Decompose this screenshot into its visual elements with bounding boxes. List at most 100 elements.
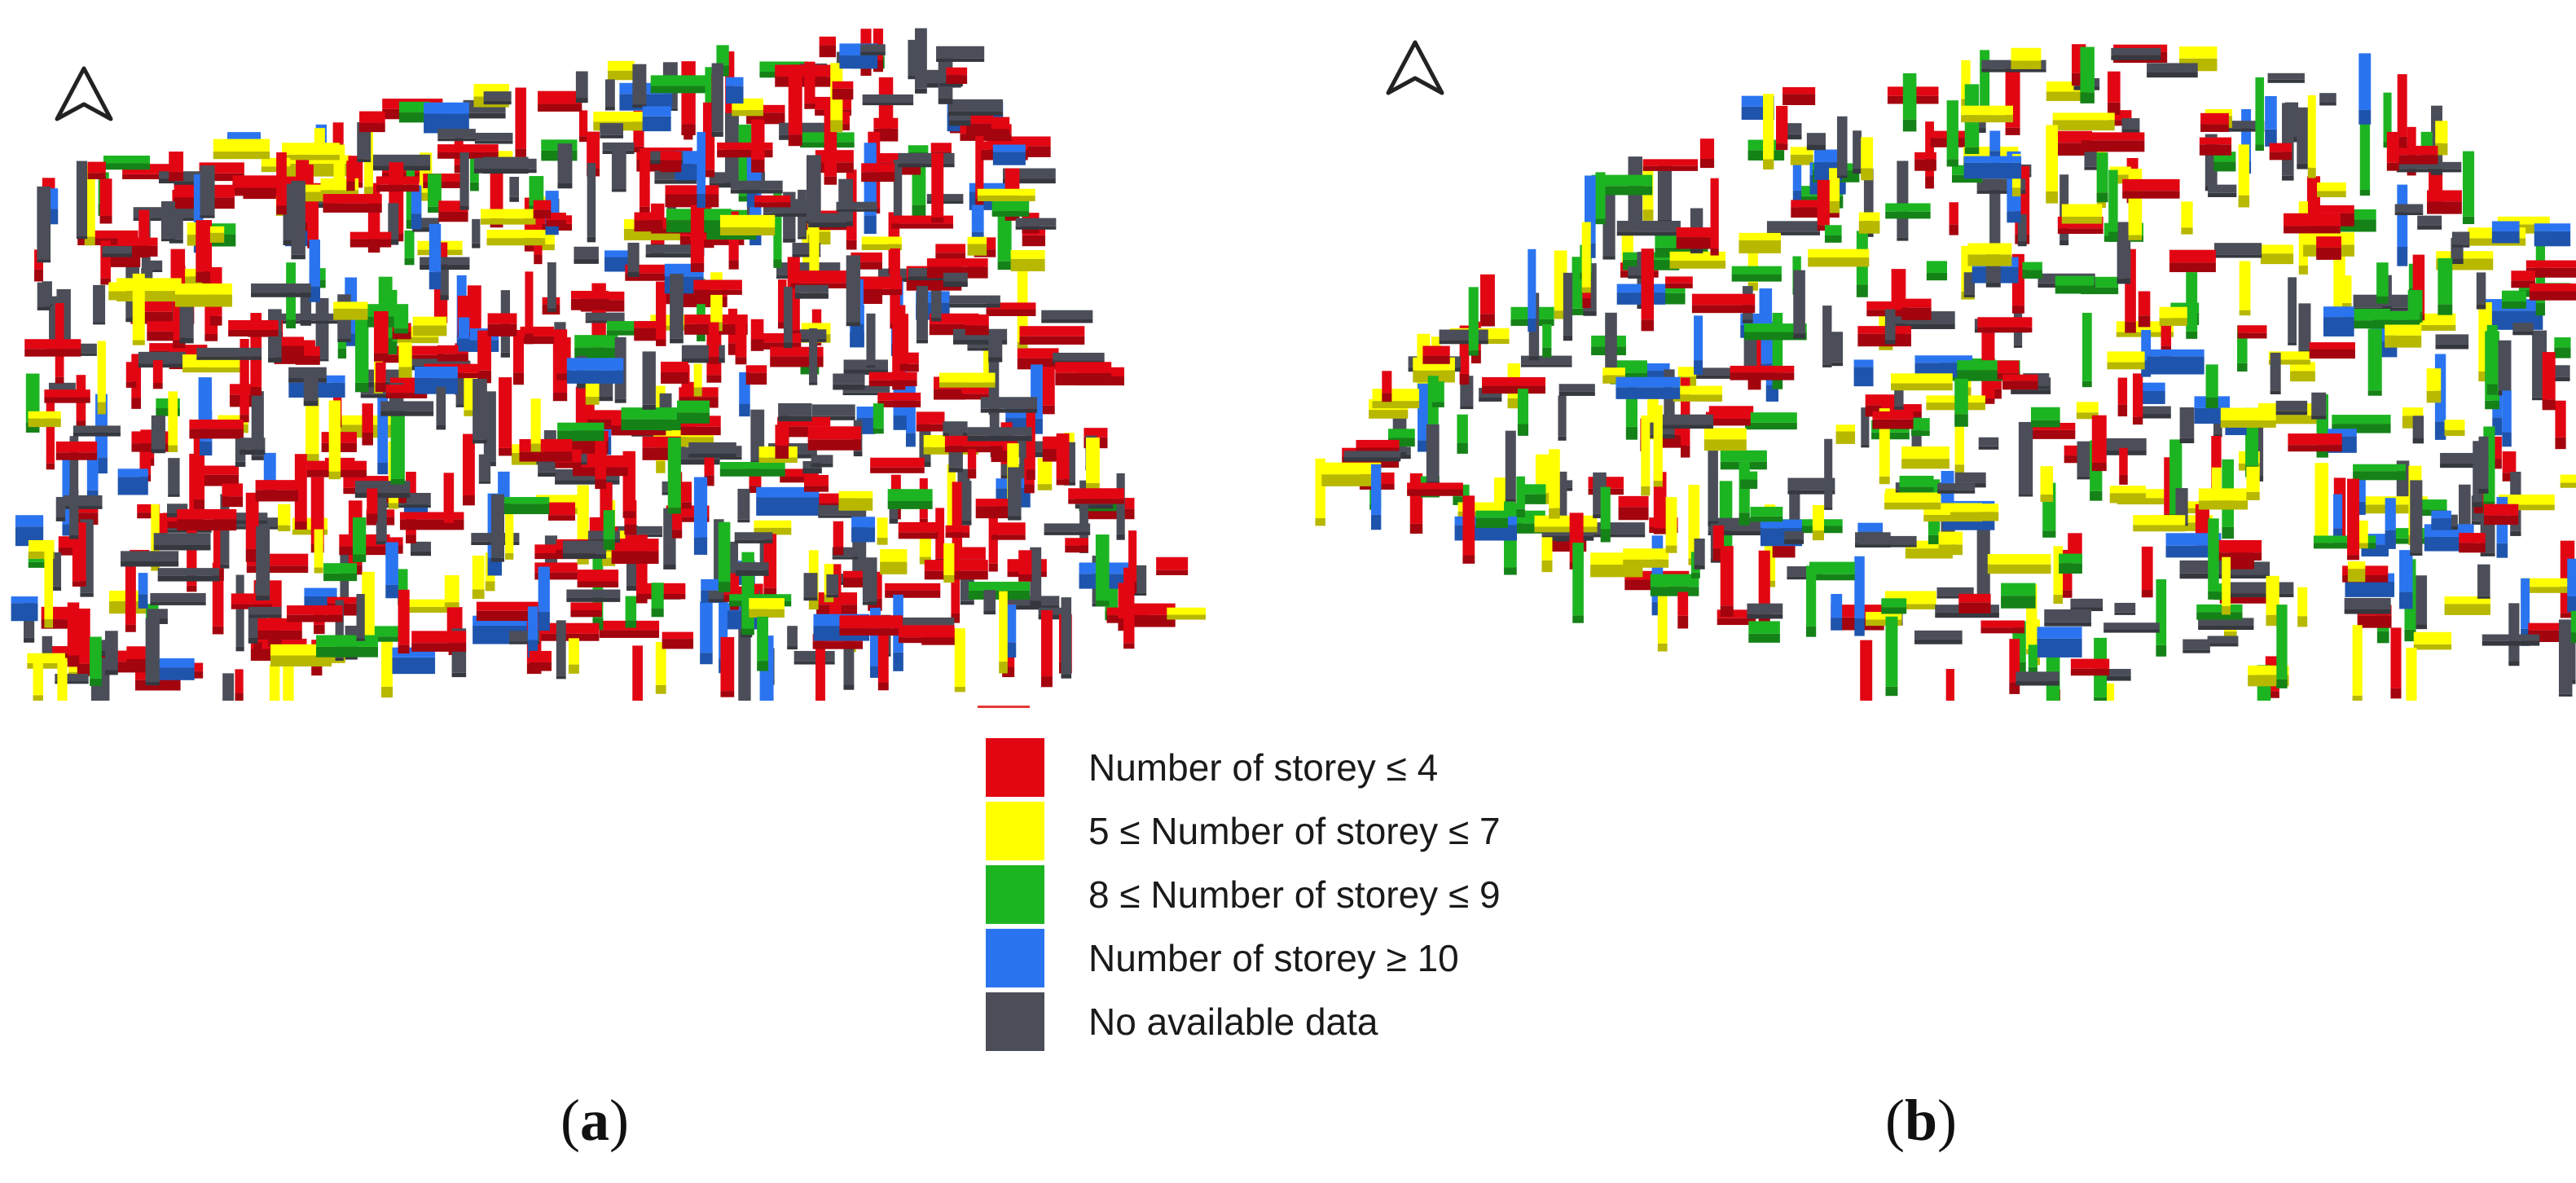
building-block (538, 90, 582, 112)
building-block (2070, 598, 2103, 612)
building-block (924, 560, 988, 580)
building-block (2053, 546, 2064, 605)
building-block (440, 266, 449, 301)
building-block (1901, 298, 1932, 320)
building-block (477, 330, 491, 384)
building-block (2217, 539, 2262, 561)
building-block (1156, 556, 1189, 576)
building-block (309, 240, 321, 302)
building-block (282, 143, 340, 161)
building-block (2297, 587, 2308, 627)
building-block (975, 135, 984, 209)
building-block (2011, 47, 2042, 69)
building-block (2376, 262, 2389, 304)
building-block (926, 194, 964, 204)
building-block (851, 252, 882, 270)
building-block (437, 129, 476, 142)
building-block (967, 449, 977, 479)
building-block (1708, 448, 1718, 526)
building-block (401, 599, 454, 613)
building-block (525, 271, 534, 345)
building-block (222, 483, 244, 508)
building-block (891, 215, 954, 229)
building-block (328, 400, 341, 480)
building-block (1018, 550, 1032, 582)
building-block (832, 547, 859, 560)
building-block (642, 106, 671, 132)
building-block (412, 316, 447, 336)
building-block (444, 575, 459, 608)
building-block (843, 359, 889, 375)
building-block (356, 594, 365, 641)
building-block (63, 495, 103, 509)
building-block (842, 570, 864, 588)
building-block (138, 573, 148, 609)
building-block (200, 165, 215, 218)
building-block (2427, 190, 2462, 214)
legend-label: 8 ≤ Number of storey ≤ 9 (1088, 873, 1501, 916)
building-block (2431, 510, 2452, 530)
building-block (868, 372, 917, 387)
building-block (961, 481, 972, 526)
building-block (37, 186, 51, 263)
building-block (2255, 77, 2265, 152)
building-block (870, 457, 925, 473)
building-block (966, 115, 994, 136)
building-block (380, 401, 434, 416)
building-block (660, 151, 682, 173)
building-block (2558, 619, 2573, 697)
building-block (355, 317, 369, 393)
building-block (2198, 488, 2249, 510)
building-block (2311, 392, 2327, 420)
building-block (73, 425, 121, 437)
building-block (1541, 537, 1553, 573)
building-block (24, 339, 81, 357)
building-block (125, 557, 136, 632)
building-block (2417, 215, 2442, 230)
building-block (719, 214, 776, 235)
building-block (2156, 579, 2167, 657)
building-block (1665, 276, 1693, 288)
building-block (55, 441, 98, 460)
building-block (1528, 248, 1536, 332)
building-block (851, 517, 876, 543)
building-block (147, 321, 174, 341)
building-block (1591, 174, 1653, 196)
building-block (2022, 262, 2042, 279)
building-block (1407, 482, 1463, 496)
building-block (499, 377, 512, 456)
building-block (737, 488, 750, 523)
building-block (574, 246, 599, 264)
building-block (688, 442, 736, 458)
building-block (1387, 429, 1415, 447)
building-block (557, 422, 604, 442)
building-block (803, 474, 829, 492)
building-block (2200, 121, 2265, 132)
caption-b: (b) (1885, 1084, 1957, 1157)
building-block (1884, 492, 1941, 510)
building-block (1669, 251, 1726, 269)
building-block (240, 438, 266, 455)
building-block (1747, 603, 1783, 619)
legend-label: No available data (1088, 1000, 1378, 1043)
building-block (1857, 326, 1911, 347)
building-block (730, 180, 783, 194)
building-block (168, 391, 178, 452)
legend-swatch-blue (986, 929, 1044, 987)
building-block (1116, 473, 1125, 540)
building-block (2275, 400, 2308, 416)
building-block (1623, 548, 1669, 568)
building-block (2502, 390, 2512, 447)
building-block (108, 282, 126, 301)
building-block (2016, 671, 2059, 686)
building-block (931, 283, 942, 322)
building-block (595, 434, 607, 490)
building-block (2208, 184, 2237, 197)
building-block (515, 87, 526, 157)
building-block (117, 468, 148, 495)
building-block (234, 180, 284, 196)
building-block (877, 628, 889, 691)
building-block (538, 462, 556, 477)
building-block (423, 174, 465, 188)
building-block (1457, 414, 1468, 454)
